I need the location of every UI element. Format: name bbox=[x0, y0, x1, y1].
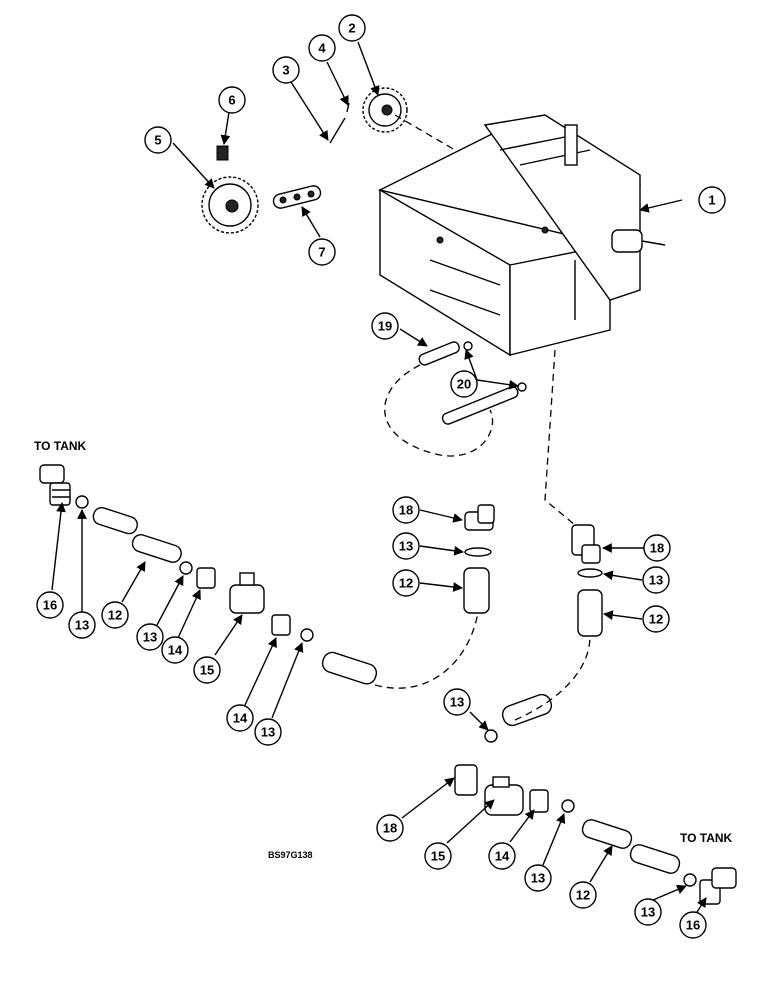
svg-text:12: 12 bbox=[649, 612, 663, 627]
svg-text:2: 2 bbox=[348, 21, 355, 36]
callout-15-b: 15 bbox=[424, 842, 452, 870]
callout-14-c: 14 bbox=[488, 842, 516, 870]
svg-text:15: 15 bbox=[200, 663, 214, 678]
svg-text:13: 13 bbox=[399, 539, 413, 554]
svg-text:14: 14 bbox=[233, 711, 248, 726]
svg-text:1: 1 bbox=[708, 193, 715, 208]
callout-13-f: 13 bbox=[443, 688, 471, 716]
callout-13-h: 13 bbox=[634, 898, 662, 926]
callout-6: 6 bbox=[218, 86, 246, 114]
svg-text:15: 15 bbox=[431, 849, 445, 864]
svg-text:13: 13 bbox=[143, 630, 157, 645]
callout-2: 2 bbox=[338, 14, 366, 42]
callout-13-b: 13 bbox=[136, 623, 164, 651]
callout-15-a: 15 bbox=[193, 656, 221, 684]
svg-text:12: 12 bbox=[108, 608, 122, 623]
svg-text:18: 18 bbox=[650, 541, 664, 556]
svg-text:13: 13 bbox=[261, 725, 275, 740]
svg-text:16: 16 bbox=[686, 918, 700, 933]
svg-text:12: 12 bbox=[576, 888, 590, 903]
svg-text:6: 6 bbox=[228, 93, 235, 108]
callout-18-b: 18 bbox=[643, 534, 671, 562]
callout-13-g: 13 bbox=[524, 864, 552, 892]
dashed-connections bbox=[374, 114, 591, 721]
pin-3-part bbox=[329, 117, 346, 144]
svg-text:12: 12 bbox=[399, 576, 413, 591]
svg-text:3: 3 bbox=[282, 63, 289, 78]
callout-16-right: 16 bbox=[679, 911, 707, 939]
svg-text:13: 13 bbox=[641, 905, 655, 920]
drawing-code: BS97G138 bbox=[268, 850, 313, 860]
svg-text:13: 13 bbox=[75, 618, 89, 633]
sprocket-5-part bbox=[201, 176, 259, 234]
svg-text:20: 20 bbox=[457, 377, 471, 392]
callout-12-b: 12 bbox=[392, 569, 420, 597]
right-fitting-assembly-part bbox=[571, 524, 603, 637]
svg-text:13: 13 bbox=[649, 573, 663, 588]
to-tank-label-left: TO TANK bbox=[34, 439, 87, 453]
key-4-part bbox=[346, 102, 350, 113]
callout-13-a: 13 bbox=[68, 611, 96, 639]
callout-1: 1 bbox=[698, 186, 726, 214]
callout-3: 3 bbox=[272, 56, 300, 84]
svg-text:16: 16 bbox=[43, 598, 57, 613]
callout-12-c: 12 bbox=[642, 605, 670, 633]
callout-13-d: 13 bbox=[392, 532, 420, 560]
leader-lines bbox=[51, 41, 707, 913]
callout-4: 4 bbox=[308, 34, 336, 62]
sprocket-2-part bbox=[362, 87, 408, 133]
svg-text:5: 5 bbox=[154, 133, 161, 148]
svg-text:14: 14 bbox=[495, 849, 510, 864]
svg-text:18: 18 bbox=[383, 821, 397, 836]
callout-12-a: 12 bbox=[101, 601, 129, 629]
to-tank-label-right: TO TANK bbox=[680, 831, 733, 845]
callouts: 1 2 3 4 5 6 7 19 20 16 13 12 13 14 15 14… bbox=[36, 14, 726, 939]
callout-14-a: 14 bbox=[161, 636, 189, 664]
svg-text:18: 18 bbox=[399, 503, 413, 518]
callout-13-e: 13 bbox=[642, 566, 670, 594]
callout-19: 19 bbox=[371, 312, 399, 340]
callout-14-b: 14 bbox=[226, 704, 254, 732]
svg-text:14: 14 bbox=[168, 643, 183, 658]
gearbox-housing-part bbox=[377, 114, 666, 357]
svg-text:4: 4 bbox=[318, 41, 326, 56]
callout-12-d: 12 bbox=[569, 881, 597, 909]
callout-13-c: 13 bbox=[254, 718, 282, 746]
svg-text:13: 13 bbox=[531, 871, 545, 886]
callout-5: 5 bbox=[144, 126, 172, 154]
callout-18-c: 18 bbox=[376, 814, 404, 842]
middle-fitting-assembly-part bbox=[463, 504, 495, 614]
elbow-fitting-16-left-part bbox=[39, 464, 71, 506]
svg-text:13: 13 bbox=[450, 695, 464, 710]
chain-link-7-part bbox=[272, 185, 322, 209]
set-screw-6-part bbox=[216, 145, 229, 161]
left-hose-assembly-part bbox=[75, 495, 378, 685]
hose-19-part bbox=[418, 341, 519, 425]
svg-text:19: 19 bbox=[378, 319, 392, 334]
callout-7: 7 bbox=[308, 238, 336, 266]
callout-16-left: 16 bbox=[36, 591, 64, 619]
callout-20: 20 bbox=[450, 370, 478, 398]
callout-18-a: 18 bbox=[392, 496, 420, 524]
svg-text:7: 7 bbox=[318, 245, 325, 260]
